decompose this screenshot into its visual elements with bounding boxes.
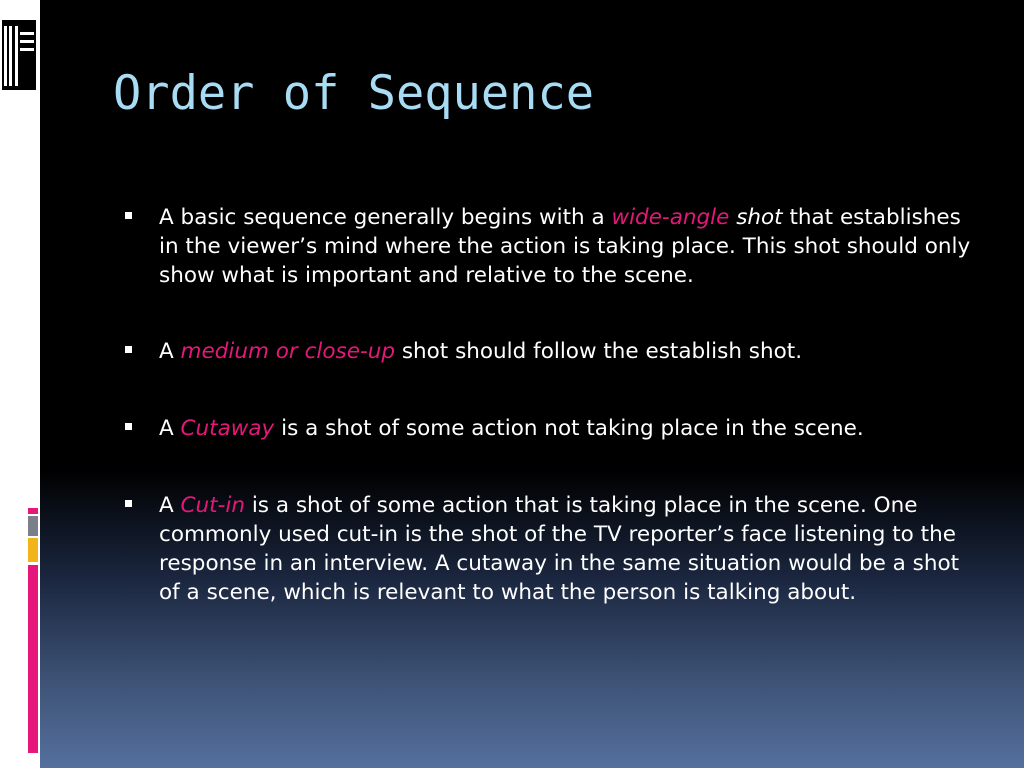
bullet-square-icon [125,346,132,353]
accent-bar-gray [28,516,38,536]
highlight-term: medium or close-up [180,339,395,364]
bullet-square-icon [125,212,132,219]
accent-bar-pink-top [28,508,38,514]
bullet-item: A Cutaway is a shot of some action not t… [125,414,985,443]
slide-title: Order of Sequence [113,66,595,121]
bullet-text: that establishes in the viewer’s mind wh… [159,205,971,288]
bullet-item: A Cut-in is a shot of some action that i… [125,491,985,607]
bullet-item: A basic sequence generally begins with a… [125,203,985,290]
highlight-term: Cutaway [180,416,275,441]
bullet-text: A [159,493,181,518]
left-strip [0,0,40,768]
highlight-term: wide-angle [611,205,730,230]
bullet-text: shot should follow the establish shot. [394,339,803,364]
bullet-text: A basic sequence generally begins with a [159,205,612,230]
highlight-term: Cut-in [180,493,245,518]
italic-term: shot [736,205,783,230]
bullet-text: is a shot of some action that is taking … [159,493,960,605]
bullet-text: A [159,339,181,364]
bullet-item: A medium or close-up shot should follow … [125,337,985,366]
bullet-square-icon [125,423,132,430]
slide-layout-icon [0,0,40,110]
accent-bar-orange [28,538,38,562]
bullet-text: A [159,416,181,441]
slide-body: A basic sequence generally begins with a… [125,203,985,607]
bullet-square-icon [125,500,132,507]
accent-bar-pink [28,565,38,753]
bullet-text: is a shot of some action not taking plac… [274,416,864,441]
